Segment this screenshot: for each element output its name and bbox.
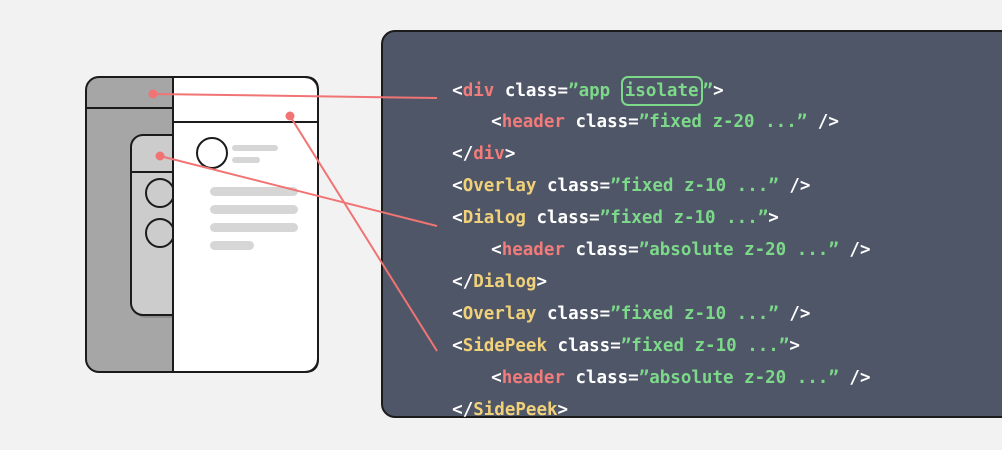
connector-dot-dialog-header bbox=[155, 151, 165, 161]
code-line-overlay-1: <Overlay class=”fixed z-10 ...” /> bbox=[452, 176, 811, 196]
dialog-avatar-1 bbox=[145, 178, 175, 208]
tag-name: Dialog bbox=[462, 208, 526, 228]
side-peek-text-line-3 bbox=[210, 187, 298, 196]
code-line-dialog-header: <header class=”absolute z-20 ...” /> bbox=[491, 240, 871, 260]
dialog-window bbox=[130, 134, 202, 318]
code-panel: <div class=”app isolate”> <header class=… bbox=[381, 30, 1002, 420]
code-line-sidepeek-open: <SidePeek class=”fixed z-10 ...”> bbox=[452, 336, 800, 356]
side-peek-panel bbox=[172, 76, 319, 373]
tag-name: SidePeek bbox=[462, 336, 547, 356]
side-peek-text-line-1 bbox=[232, 145, 278, 151]
code-line-sidepeek-close: </SidePeek> bbox=[452, 400, 569, 420]
dialog-panel bbox=[130, 134, 202, 316]
code-line-sidepeek-header: <header class=”absolute z-20 ...” /> bbox=[491, 368, 871, 388]
side-peek-avatar bbox=[196, 137, 228, 169]
code-line-dialog-close: </Dialog> bbox=[452, 272, 547, 292]
side-peek-text-line-5 bbox=[210, 223, 298, 232]
side-peek-text-line-6 bbox=[210, 241, 254, 250]
side-peek-border bbox=[172, 76, 319, 373]
tag-name: header bbox=[501, 112, 565, 132]
app-window-border bbox=[85, 76, 319, 373]
isolate-highlight: isolate bbox=[620, 76, 703, 106]
code-line-overlay-2: <Overlay class=”fixed z-10 ...” /> bbox=[452, 304, 811, 324]
tag-name: SidePeek bbox=[473, 400, 558, 420]
tag-name: Overlay bbox=[462, 176, 537, 196]
dialog-shadow bbox=[134, 141, 184, 318]
dialog-avatar-2 bbox=[145, 218, 175, 248]
tag-name: div bbox=[462, 81, 495, 101]
code-line-app-header: <header class=”fixed z-20 ...” /> bbox=[491, 112, 839, 132]
tag-name: Dialog bbox=[473, 272, 537, 292]
tag-name: div bbox=[473, 144, 505, 164]
app-window bbox=[86, 77, 318, 372]
tag-name: Overlay bbox=[462, 304, 537, 324]
side-peek-background bbox=[173, 78, 317, 371]
code-line-div-open: <div class=”app isolate”> bbox=[410, 54, 724, 106]
overlay-backdrop bbox=[86, 77, 318, 372]
tag-name: header bbox=[501, 240, 565, 260]
side-peek-text-line-4 bbox=[210, 205, 298, 214]
code-line-div-close: </div> bbox=[452, 144, 516, 164]
connector-dot-sidepeek-header bbox=[285, 111, 295, 121]
tag-name: header bbox=[501, 368, 565, 388]
code-line-dialog-open: <Dialog class=”fixed z-10 ...”> bbox=[452, 208, 779, 228]
side-peek-text-line-2 bbox=[232, 157, 260, 163]
connector-dot-app-header bbox=[148, 89, 158, 99]
